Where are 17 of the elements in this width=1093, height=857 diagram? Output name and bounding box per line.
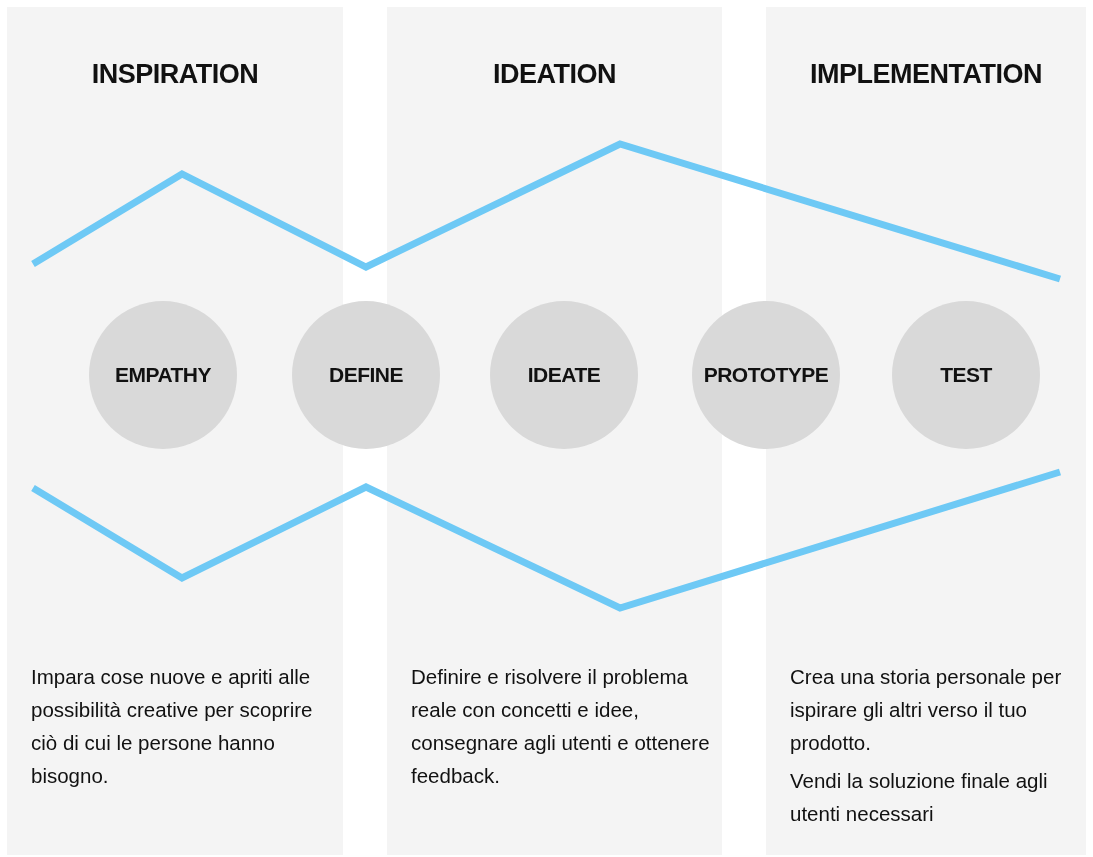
- stage-label: DEFINE: [329, 363, 403, 387]
- stage-circle: [692, 301, 840, 449]
- stage-circle: [892, 301, 1040, 449]
- stage-label: IDEATE: [527, 363, 601, 387]
- column-heading: IMPLEMENTATION: [809, 59, 1043, 90]
- description-text: Definire e risolvere il problema reale con concetti e idee, consegnare agli utenti e ottenere feedback.: [411, 664, 711, 789]
- description-text: Impara cose nuove e apriti alle possibilità creative per scoprire ciò di cui le persone hanno bisogno.: [31, 664, 314, 789]
- stage-circle: [292, 301, 440, 449]
- stage-circle: [89, 301, 237, 449]
- stage-label: PROTOTYPE: [703, 363, 829, 387]
- description-text: Vendi la soluzione finale agli utenti necessari: [790, 768, 1049, 827]
- stage-circle: [490, 301, 638, 449]
- column-heading: INSPIRATION: [90, 59, 260, 90]
- column-heading: IDEATION: [492, 59, 617, 90]
- stage-label: EMPATHY: [114, 363, 212, 387]
- description-text: Crea una storia personale per ispirare gli altri verso il tuo prodotto.: [790, 664, 1063, 756]
- stage-label: TEST: [940, 363, 992, 387]
